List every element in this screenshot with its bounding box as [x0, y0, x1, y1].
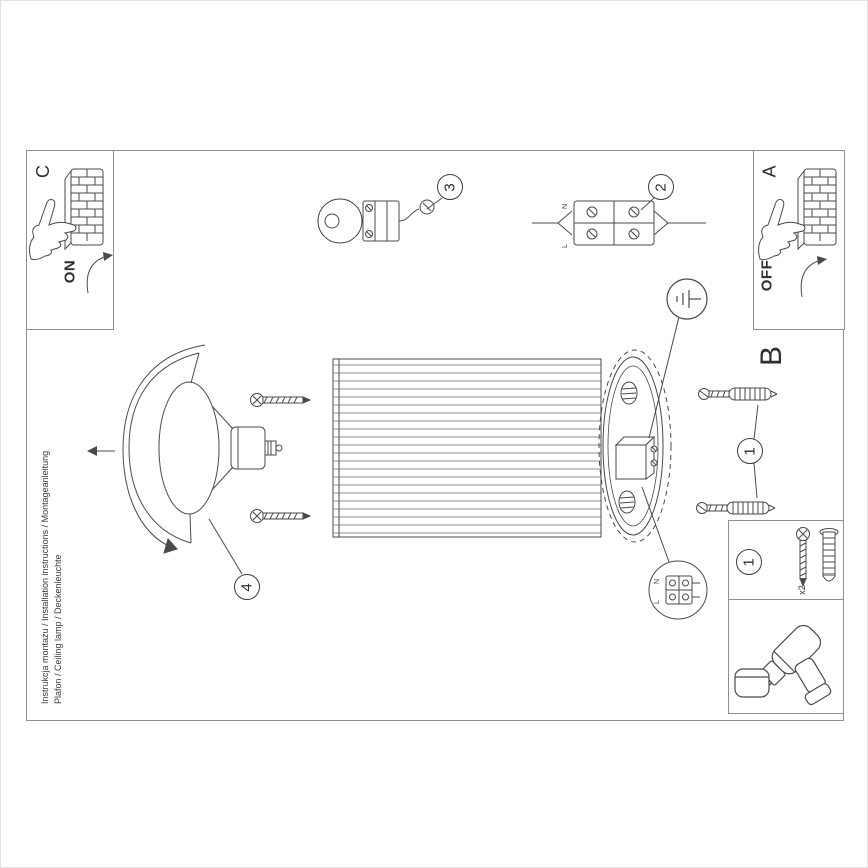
parts-step-circle: 1	[736, 549, 762, 575]
panel-a-state-wrap: OFF	[756, 253, 778, 297]
wall-switch-icon	[64, 168, 104, 251]
section-b-label: B	[754, 345, 788, 367]
step-circle-4: 4	[234, 574, 260, 600]
panel-c-state-wrap: ON	[59, 253, 81, 289]
wall-plug-icon	[819, 528, 839, 582]
side-instruction-text: Instrukcja montażu / Installation instru…	[39, 451, 65, 704]
panel-a: A OFF	[753, 150, 845, 330]
content-frame	[26, 150, 844, 721]
step-3-number: 3	[441, 182, 459, 192]
cable-clamp-drawing	[317, 198, 435, 244]
panel-c-label-wrap: C	[31, 159, 55, 183]
step-circle-3: 3	[437, 174, 463, 200]
detail-label-neutral: N	[654, 579, 661, 584]
hand-icon	[758, 199, 806, 261]
wire-label-neutral: N	[562, 204, 569, 209]
panel-c-label: C	[32, 164, 53, 178]
step-4-number: 4	[238, 582, 256, 592]
hand-icon	[29, 199, 77, 261]
parts-box-divider	[729, 599, 843, 600]
rotate-arrow-icon	[86, 252, 113, 294]
detail-label-live: L	[654, 600, 661, 604]
wall-plug-icon	[696, 501, 776, 515]
panel-c: C ON	[26, 150, 114, 330]
side-text-line-1: Instrukcja montażu / Installation instru…	[40, 450, 50, 704]
ground-symbol-icon	[666, 278, 708, 320]
terminal-block-drawing: N L	[532, 200, 706, 248]
screw-icon	[796, 527, 810, 588]
step-circle-2: 2	[648, 174, 674, 200]
step-circle-1: 1	[737, 438, 763, 464]
panel-a-label: A	[759, 164, 780, 178]
side-text-line-2: Plafon / Ceiling lamp / Deckenleuchte	[53, 554, 63, 704]
lampshade-drawing	[122, 344, 283, 554]
panel-c-state: ON	[61, 259, 79, 283]
lamp-body-drawing	[332, 349, 672, 543]
panel-a-state: OFF	[758, 259, 776, 291]
parts-quantity: x2	[796, 585, 807, 595]
step-1-number: 1	[741, 446, 759, 456]
terminal-detail-drawing: L N	[648, 560, 708, 620]
panel-a-label-wrap: A	[758, 159, 782, 183]
screwdriver-tool-drawing	[734, 624, 832, 706]
rotate-arrow-icon	[800, 256, 827, 298]
mounting-screw-icon	[250, 393, 312, 407]
wire-label-live: L	[562, 244, 569, 248]
section-b-label-wrap: B	[751, 335, 793, 377]
parts-step-number: 1	[740, 557, 758, 567]
step-2-number: 2	[652, 182, 670, 192]
parts-box: 1 x2	[728, 520, 844, 714]
wall-plug-icon	[698, 387, 778, 401]
mounting-screw-icon	[250, 509, 312, 523]
parts-quantity-wrap: x2	[791, 579, 813, 601]
